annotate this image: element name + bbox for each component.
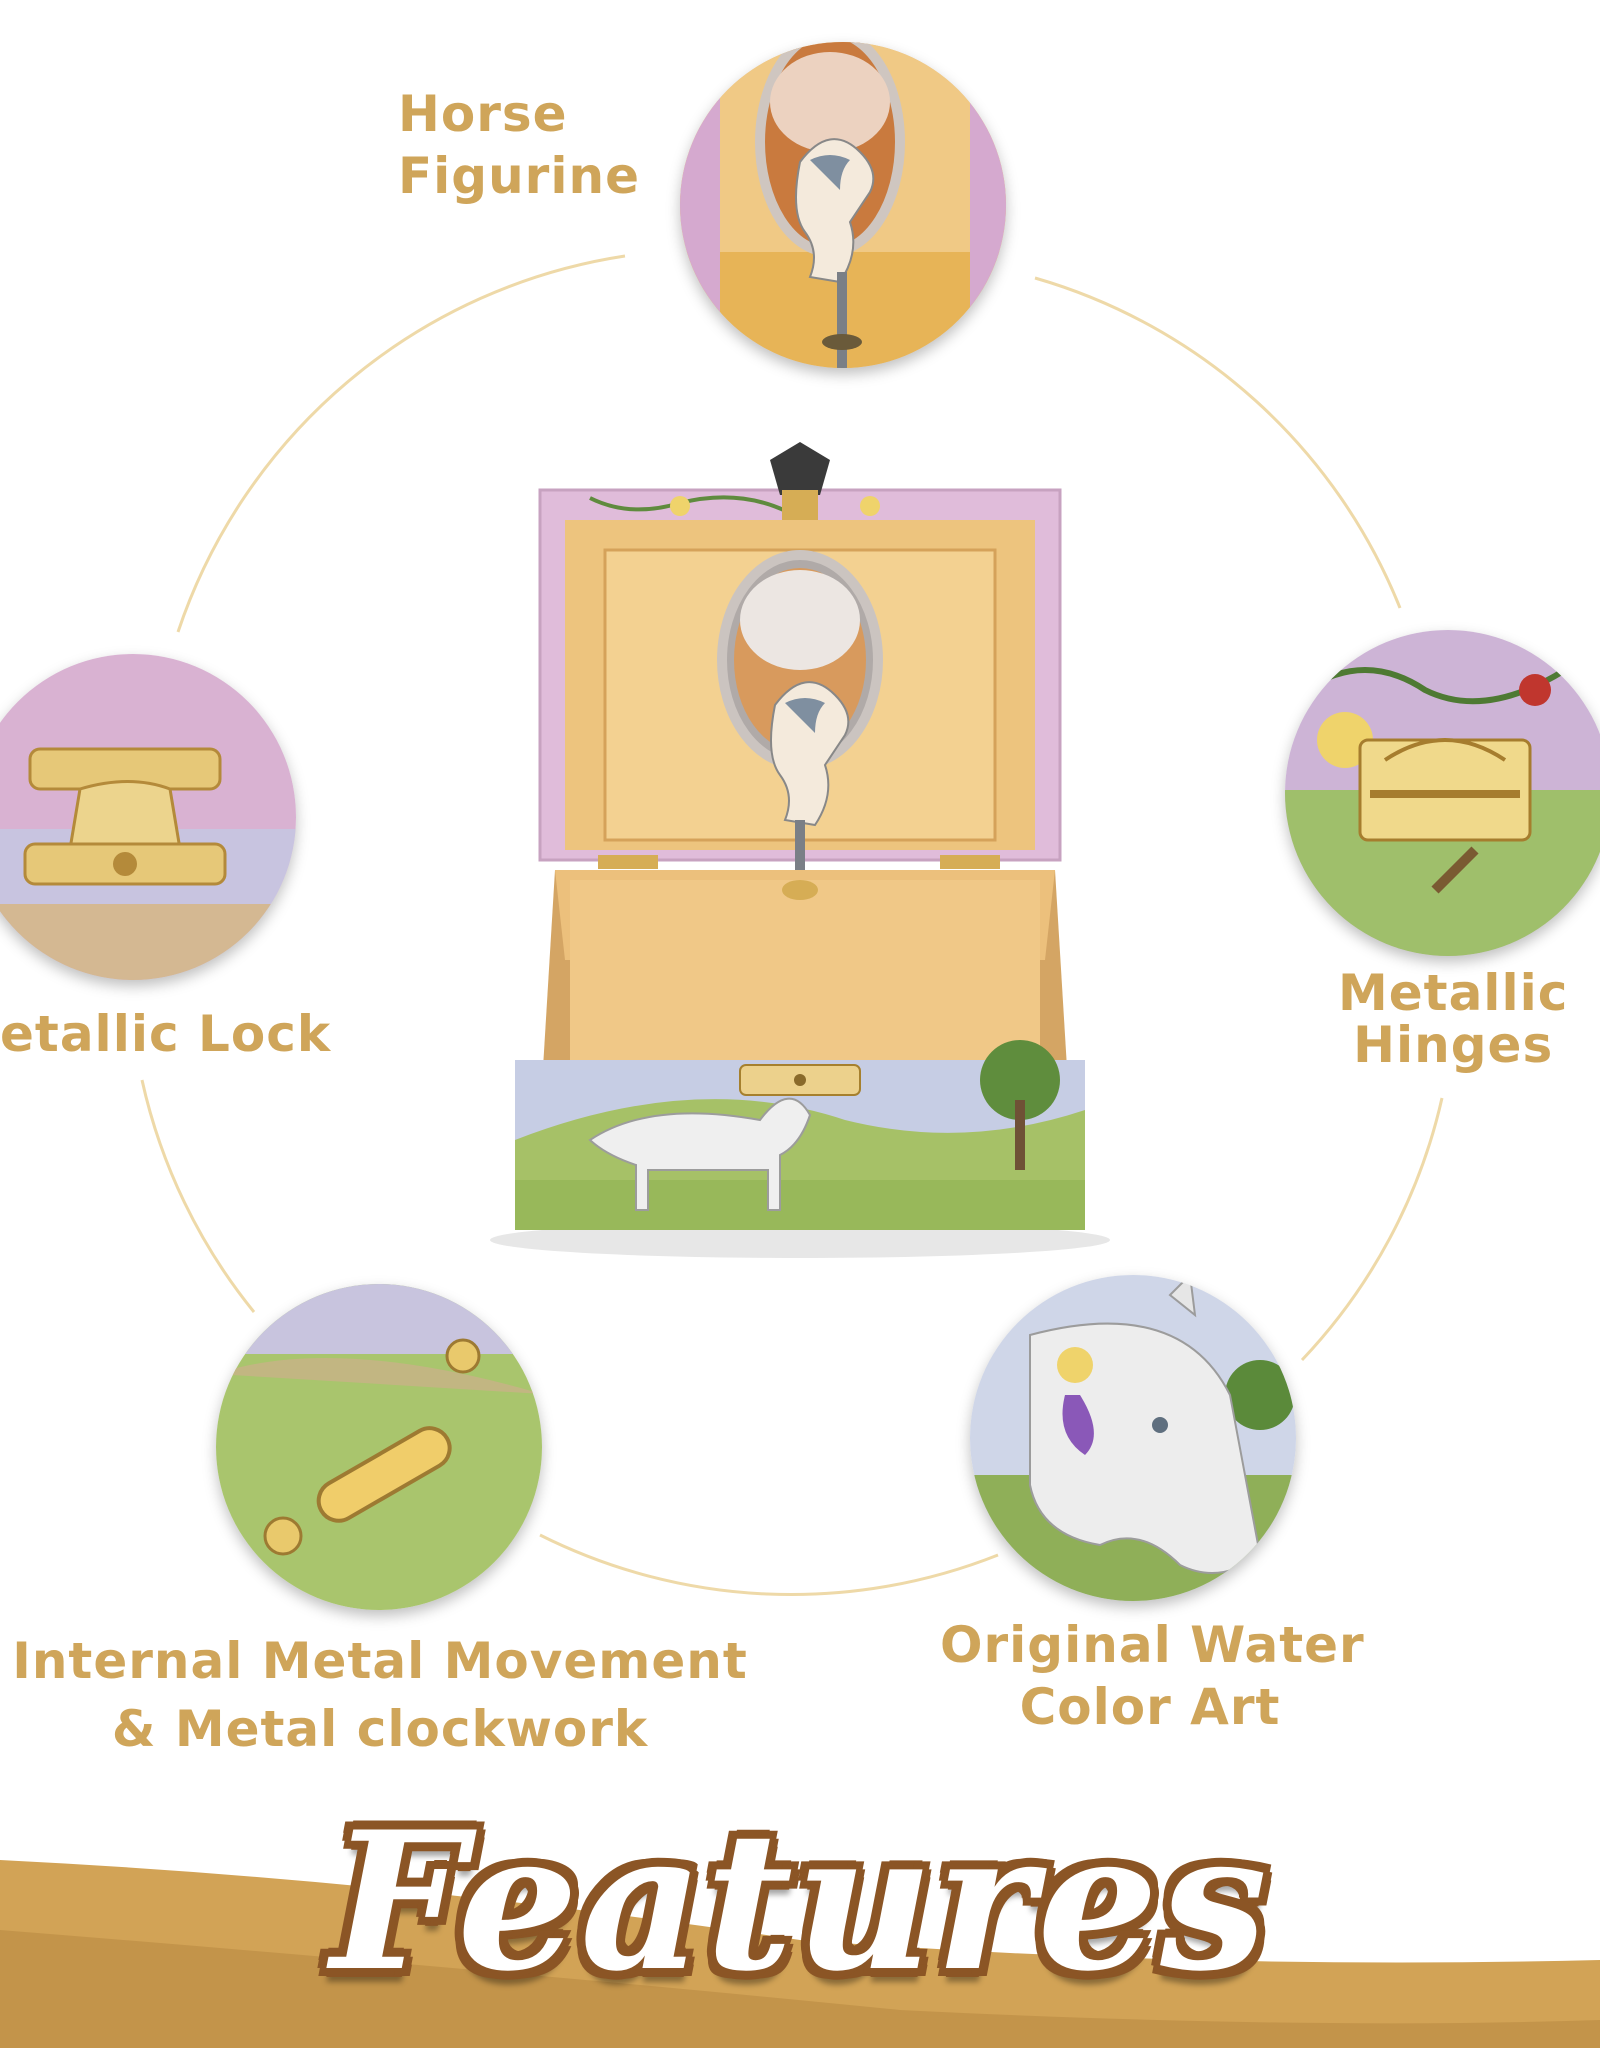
feature-label-water-color-art: Original Water Color Art: [940, 1616, 1365, 1736]
water-color-art-photo: [970, 1275, 1296, 1601]
feature-label-metallic-lock: etallic Lock: [0, 1005, 332, 1063]
metal-movement-photo: [216, 1284, 542, 1610]
metallic-lock-photo: [0, 654, 296, 980]
features-title: Features: [330, 1790, 1270, 2013]
music-box-product-photo: [470, 440, 1130, 1264]
horse-figurine-photo: [680, 42, 1006, 368]
features-banner-background: [0, 1860, 1600, 2048]
feature-label-metallic-hinges: Metallic Hinges: [1338, 964, 1569, 1074]
feature-label-horse-figurine: Horse Figurine: [398, 85, 640, 205]
feature-label-metal-movement: Internal Metal Movement & Metal clockwor…: [12, 1632, 748, 1758]
metallic-hinges-photo: [1285, 630, 1600, 956]
